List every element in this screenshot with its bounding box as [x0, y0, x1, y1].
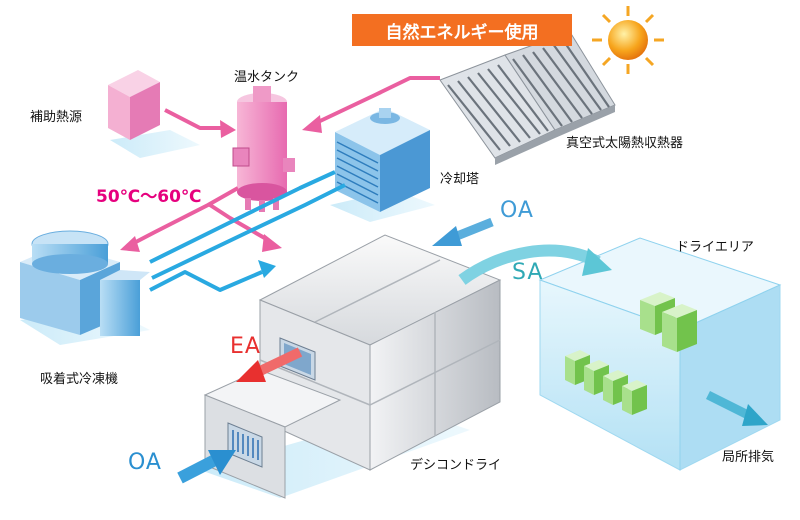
cold-water-pipes — [149, 170, 346, 292]
hot-water-arrowheads — [120, 115, 322, 252]
desiccant-dryer-label: デシコンドライ — [410, 458, 502, 473]
hot-water-tank-graphic — [232, 86, 295, 212]
cooling-tower-graphic — [335, 108, 430, 212]
hot-water-tank-label: 温水タンク — [234, 70, 300, 85]
absorption-chiller-graphic — [20, 230, 150, 336]
temperature-label: 50℃〜60℃ — [96, 187, 202, 207]
oa-top-arrow — [432, 217, 494, 246]
absorption-chiller-label: 吸着式冷凍機 — [40, 372, 119, 387]
ea-arrow — [236, 347, 303, 382]
oa-bottom-arrow — [177, 450, 236, 484]
local-exhaust-label: 局所排気 — [722, 450, 775, 465]
sa-label: SA — [512, 260, 544, 285]
dry-room-graphic — [538, 237, 782, 471]
natural-energy-banner: 自然エネルギー使用 — [352, 14, 572, 46]
dry-area-label: ドライエリア — [676, 240, 754, 255]
oa-bottom-label: OA — [128, 450, 162, 475]
equipment-large — [640, 292, 697, 352]
cooling-tower-label: 冷却塔 — [440, 172, 480, 187]
desiccant-dryer-graphic — [203, 234, 502, 499]
solar-collector-label: 真空式太陽熱収熱器 — [566, 136, 684, 151]
cold-water-arrowheads — [258, 260, 276, 278]
solar-collector-graphic — [439, 31, 616, 165]
aux-heat-label: 補助熱源 — [30, 110, 83, 125]
sun-icon — [592, 6, 664, 74]
equipment-small — [565, 350, 647, 415]
oa-top-label: OA — [500, 198, 534, 223]
sa-arrow — [458, 244, 612, 285]
ea-label: EA — [230, 334, 261, 359]
aux-heat-graphic — [108, 70, 160, 140]
local-exhaust-arrow — [705, 390, 768, 426]
hot-water-pipes — [131, 76, 440, 246]
